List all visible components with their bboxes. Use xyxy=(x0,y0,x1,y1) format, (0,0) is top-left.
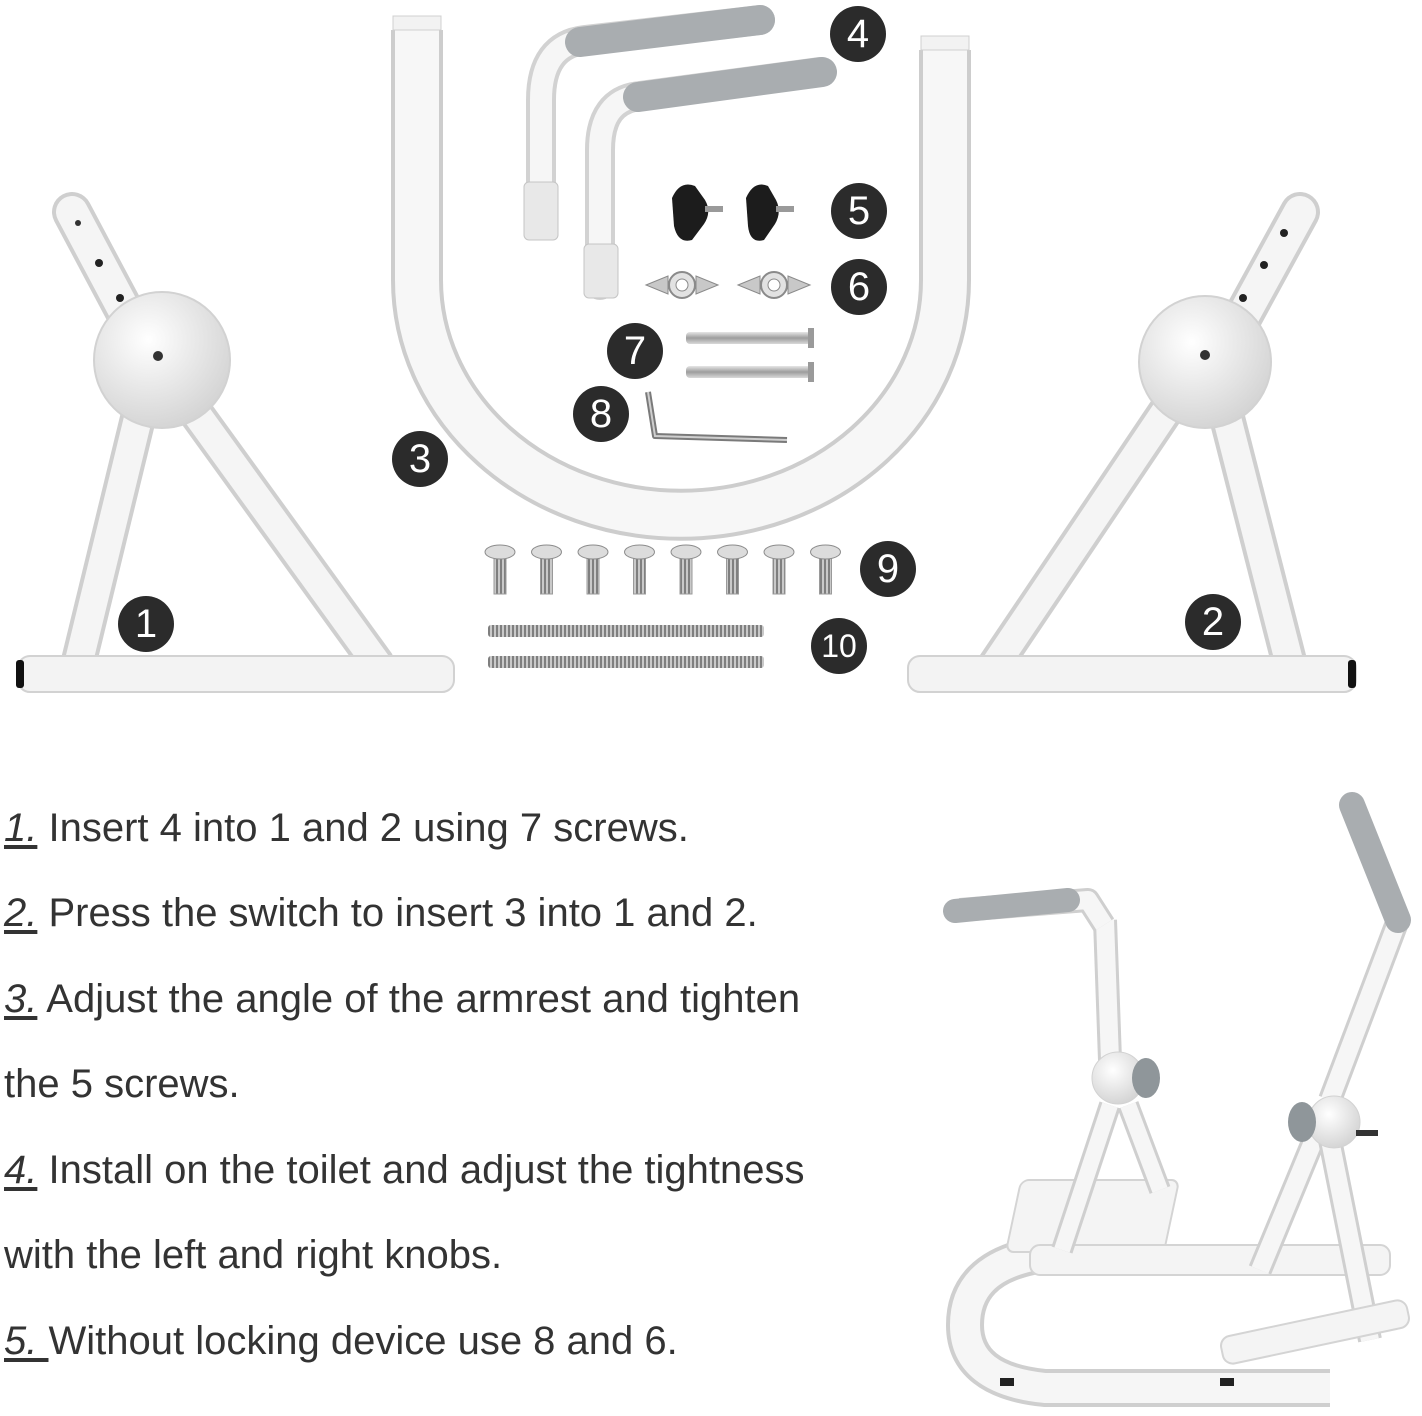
svg-text:2: 2 xyxy=(1202,600,1224,644)
step-5-number: 5. xyxy=(4,1319,49,1363)
step-1-text: Insert 4 into 1 and 2 using 7 screws. xyxy=(37,806,689,850)
badge-part-8: 8 xyxy=(573,386,629,442)
step-4-text: Install on the toilet and adjust the tig… xyxy=(37,1148,805,1192)
step-1-number: 1. xyxy=(4,806,38,850)
badge-part-2: 2 xyxy=(1185,594,1241,650)
screw xyxy=(763,544,795,595)
screw xyxy=(717,544,748,595)
screw xyxy=(810,544,841,595)
step-4-number: 4. xyxy=(4,1148,38,1192)
u-shaped-tube xyxy=(391,15,971,541)
screw xyxy=(670,544,702,595)
step-3-number: 3. xyxy=(4,977,38,1021)
screw xyxy=(624,544,655,595)
step-3-continued: the 5 screws. xyxy=(4,1062,240,1107)
assembled-product xyxy=(943,792,1411,1407)
screw-set xyxy=(484,544,841,595)
badge-part-10: 10 xyxy=(811,618,867,674)
step-5: 5. Without locking device use 8 and 6. xyxy=(4,1319,678,1364)
step-2-number: 2. xyxy=(4,891,38,935)
svg-text:9: 9 xyxy=(877,547,899,591)
badge-part-7: 7 xyxy=(607,323,663,379)
expansion-bolt-pair xyxy=(686,328,814,382)
step-3: 3. Adjust the angle of the armrest and t… xyxy=(4,977,800,1022)
right-base-frame xyxy=(907,192,1357,693)
step-2: 2. Press the switch to insert 3 into 1 a… xyxy=(4,891,758,936)
screw xyxy=(531,544,562,595)
svg-text:4: 4 xyxy=(847,12,869,56)
step-4: 4. Install on the toilet and adjust the … xyxy=(4,1148,805,1193)
badge-part-4: 4 xyxy=(830,6,886,62)
screw xyxy=(484,544,516,595)
svg-text:7: 7 xyxy=(624,329,646,373)
left-base-frame xyxy=(16,192,455,693)
badge-part-6: 6 xyxy=(831,259,887,315)
step-4-continued: with the left and right knobs. xyxy=(4,1233,502,1278)
hex-key xyxy=(645,391,788,443)
part-number-badges: 1 2 3 4 5 6 7 8 9 10 xyxy=(118,6,1241,674)
knob-pair xyxy=(672,184,794,241)
step-4-continued-text: with the left and right knobs. xyxy=(4,1233,503,1277)
svg-text:8: 8 xyxy=(590,392,612,436)
svg-text:6: 6 xyxy=(848,265,870,309)
armrest-pair xyxy=(523,5,837,300)
step-3-continued-text: the 5 screws. xyxy=(4,1062,240,1106)
badge-part-1: 1 xyxy=(118,596,174,652)
svg-text:3: 3 xyxy=(409,437,431,481)
step-1: 1. Insert 4 into 1 and 2 using 7 screws. xyxy=(4,806,689,851)
badge-part-3: 3 xyxy=(392,431,448,487)
svg-text:10: 10 xyxy=(821,628,857,664)
threaded-rod-pair xyxy=(488,625,764,668)
svg-text:5: 5 xyxy=(848,189,870,233)
step-5-text: Without locking device use 8 and 6. xyxy=(48,1319,678,1363)
step-3-text: Adjust the angle of the armrest and tigh… xyxy=(37,977,801,1021)
screw xyxy=(577,544,609,595)
wing-nut-pair xyxy=(644,271,812,299)
step-2-text: Press the switch to insert 3 into 1 and … xyxy=(37,891,758,935)
svg-text:1: 1 xyxy=(135,602,157,646)
badge-part-9: 9 xyxy=(860,541,916,597)
badge-part-5: 5 xyxy=(831,183,887,239)
